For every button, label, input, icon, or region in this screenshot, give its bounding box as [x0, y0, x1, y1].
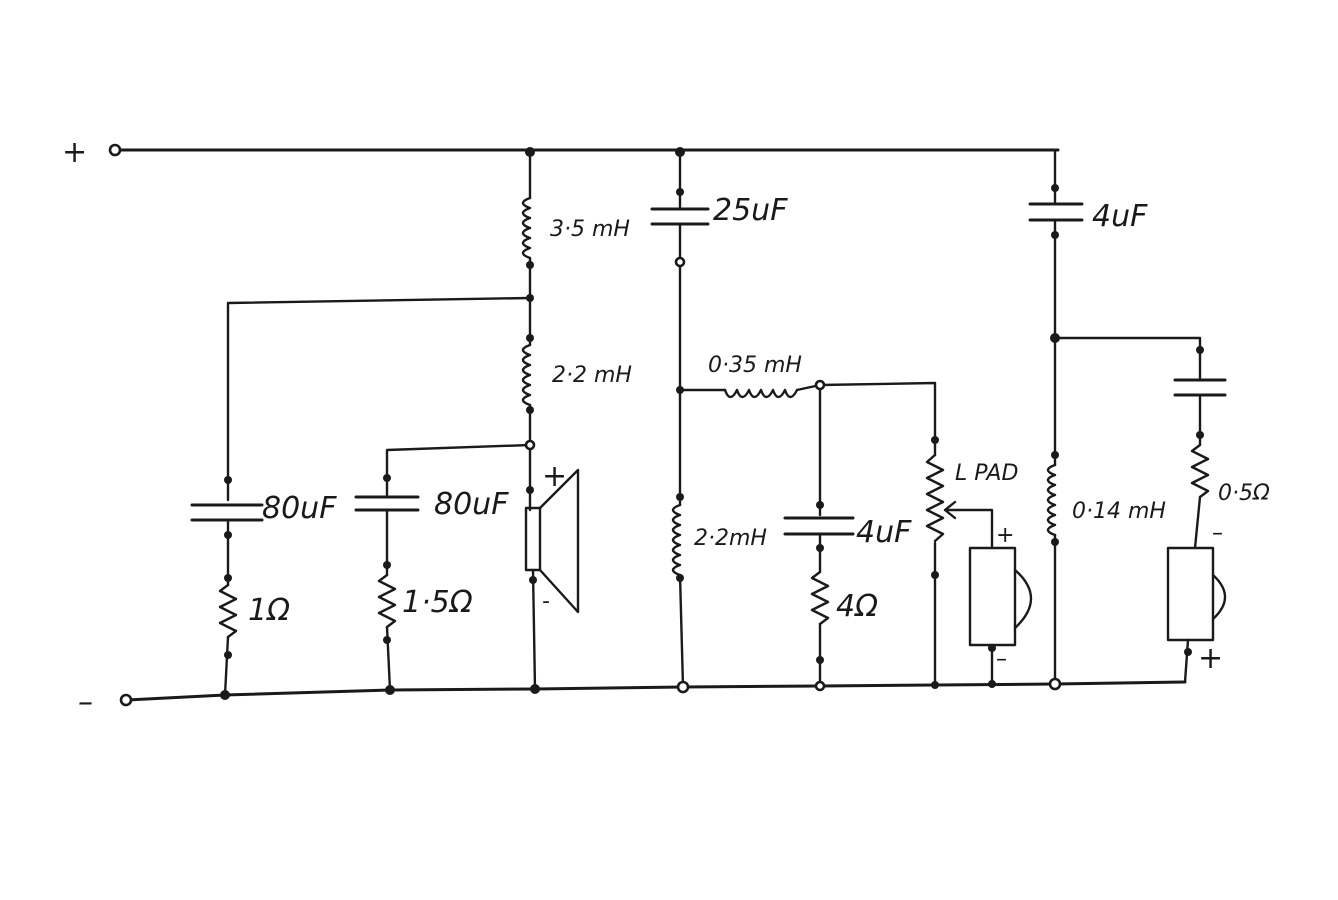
inductor-3-5mh [521, 196, 532, 260]
negative-rail [124, 680, 1187, 702]
positive-terminal[interactable] [108, 143, 122, 157]
l-pad-label: L PAD [955, 461, 1018, 486]
capacitor-4uf-top-label: 4uF [1092, 199, 1148, 234]
inductor-2-2mh-a-label: 2·2 mH [552, 363, 632, 388]
resistor-1ohm-label: 1Ω [248, 593, 290, 628]
woofer-driver-body [524, 506, 542, 572]
resistor-1ohm [218, 583, 238, 639]
tweeter-driver-dome [1211, 573, 1227, 621]
capacitor-80uf-a-label: 80uF [262, 491, 337, 526]
inductor-0-35mh [723, 388, 799, 399]
woofer-minus-label: - [542, 589, 550, 614]
inductor-2-2mh-b-label: 2·2mH [694, 526, 767, 551]
tweeter-plus-label: + [1198, 641, 1223, 676]
inductor-0-35mh-label: 0·35 mH [708, 353, 802, 378]
midrange-minus-label: – [996, 647, 1007, 672]
resistor-0-5ohm-label: 0·5Ω [1218, 481, 1270, 506]
inductor-2-2mh-b [671, 503, 682, 577]
negative-terminal[interactable] [119, 693, 133, 707]
resistor-1-5ohm [377, 573, 397, 629]
inductor-0-14mh [1046, 463, 1057, 537]
l-pad-resistor [925, 453, 945, 543]
midrange-driver-dome [1013, 568, 1033, 630]
tweeter-driver-body [1166, 546, 1215, 642]
resistor-4ohm [810, 570, 830, 626]
woofer-driver-cone [538, 468, 580, 614]
midrange-plus-label: + [996, 523, 1014, 548]
positive-terminal-label: + [62, 135, 87, 170]
capacitor-4uf-mid-label: 4uF [856, 515, 912, 550]
inductor-2-2mh-a [521, 343, 532, 407]
capacitor-80uf-b-label: 80uF [434, 487, 509, 522]
tweeter-minus-label: – [1212, 521, 1223, 546]
capacitor-25uf-label: 25uF [713, 193, 788, 228]
junction-dots [220, 147, 1204, 700]
woofer-plus-label: + [542, 459, 567, 494]
inductor-0-14mh-label: 0·14 mH [1072, 499, 1166, 524]
l-pad-wiper-arrow [943, 500, 994, 550]
resistor-4ohm-label: 4Ω [836, 589, 878, 624]
midrange-driver-body [968, 546, 1017, 647]
negative-terminal-label: – [78, 685, 93, 720]
woofer-branch [521, 148, 580, 691]
inductor-3-5mh-label: 3·5 mH [550, 217, 630, 242]
rc-branch-2 [354, 443, 532, 692]
resistor-1-5ohm-label: 1·5Ω [402, 585, 473, 620]
resistor-0-5ohm [1190, 443, 1210, 499]
